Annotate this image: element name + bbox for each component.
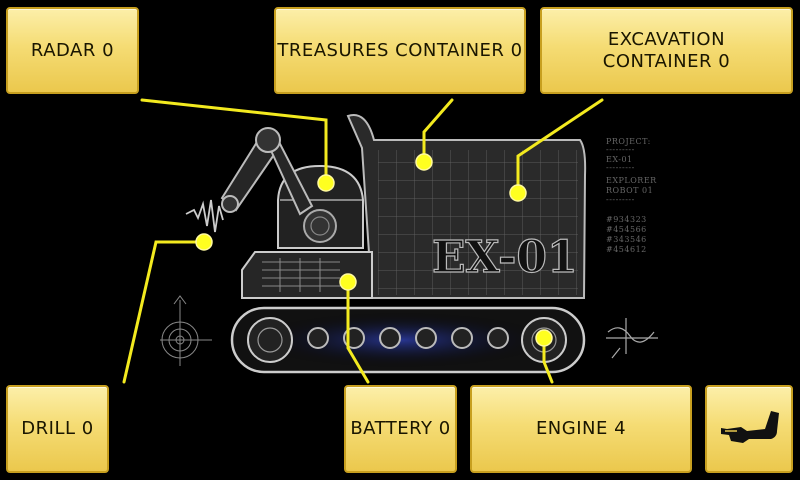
svg-text:ROBOT 01: ROBOT 01 bbox=[606, 186, 653, 195]
svg-text:EXPLORER: EXPLORER bbox=[606, 176, 657, 185]
treasures-container-button[interactable]: TREASURES CONTAINER 0 bbox=[274, 7, 526, 94]
drill-button[interactable]: DRILL 0 bbox=[6, 385, 109, 473]
lower-hull bbox=[241, 251, 373, 299]
excavation-container-button[interactable]: EXCAVATION CONTAINER 0 bbox=[540, 7, 793, 94]
back-button[interactable] bbox=[705, 385, 793, 473]
tracks bbox=[230, 306, 586, 374]
engine-label: ENGINE 4 bbox=[535, 418, 627, 439]
svg-text:---------: --------- bbox=[606, 195, 635, 204]
battery-button[interactable]: BATTERY 0 bbox=[344, 385, 457, 473]
treasures-label: TREASURES CONTAINER 0 bbox=[277, 39, 523, 61]
radar-target-symbol bbox=[160, 295, 212, 366]
connector-lines bbox=[122, 98, 604, 384]
pointing-hand-icon bbox=[721, 411, 779, 443]
connector-dots bbox=[195, 153, 553, 347]
spec-sheet: PROJECT: --------- EX-01 --------- EXPLO… bbox=[606, 137, 657, 254]
excavation-label: EXCAVATION CONTAINER 0 bbox=[602, 28, 731, 72]
engine-button[interactable]: ENGINE 4 bbox=[470, 385, 692, 473]
drill-head bbox=[185, 199, 224, 233]
axis-symbol bbox=[606, 318, 658, 359]
svg-text:#454612: #454612 bbox=[606, 245, 647, 254]
robot-arm bbox=[220, 127, 314, 216]
svg-text:---------: --------- bbox=[606, 163, 635, 172]
robot-name: EX-01 bbox=[432, 232, 578, 283]
svg-text:#934323: #934323 bbox=[606, 215, 647, 224]
svg-text:#343546: #343546 bbox=[606, 235, 647, 244]
drill-label: DRILL 0 bbox=[21, 418, 94, 439]
battery-label: BATTERY 0 bbox=[350, 418, 451, 439]
svg-text:EX-01: EX-01 bbox=[606, 155, 633, 164]
svg-text:#454566: #454566 bbox=[606, 225, 647, 234]
svg-text:---------: --------- bbox=[606, 145, 635, 154]
container-body bbox=[346, 114, 587, 299]
radar-button[interactable]: RADAR 0 bbox=[6, 7, 139, 94]
radar-label: RADAR 0 bbox=[30, 39, 115, 61]
svg-text:PROJECT:: PROJECT: bbox=[606, 137, 651, 146]
